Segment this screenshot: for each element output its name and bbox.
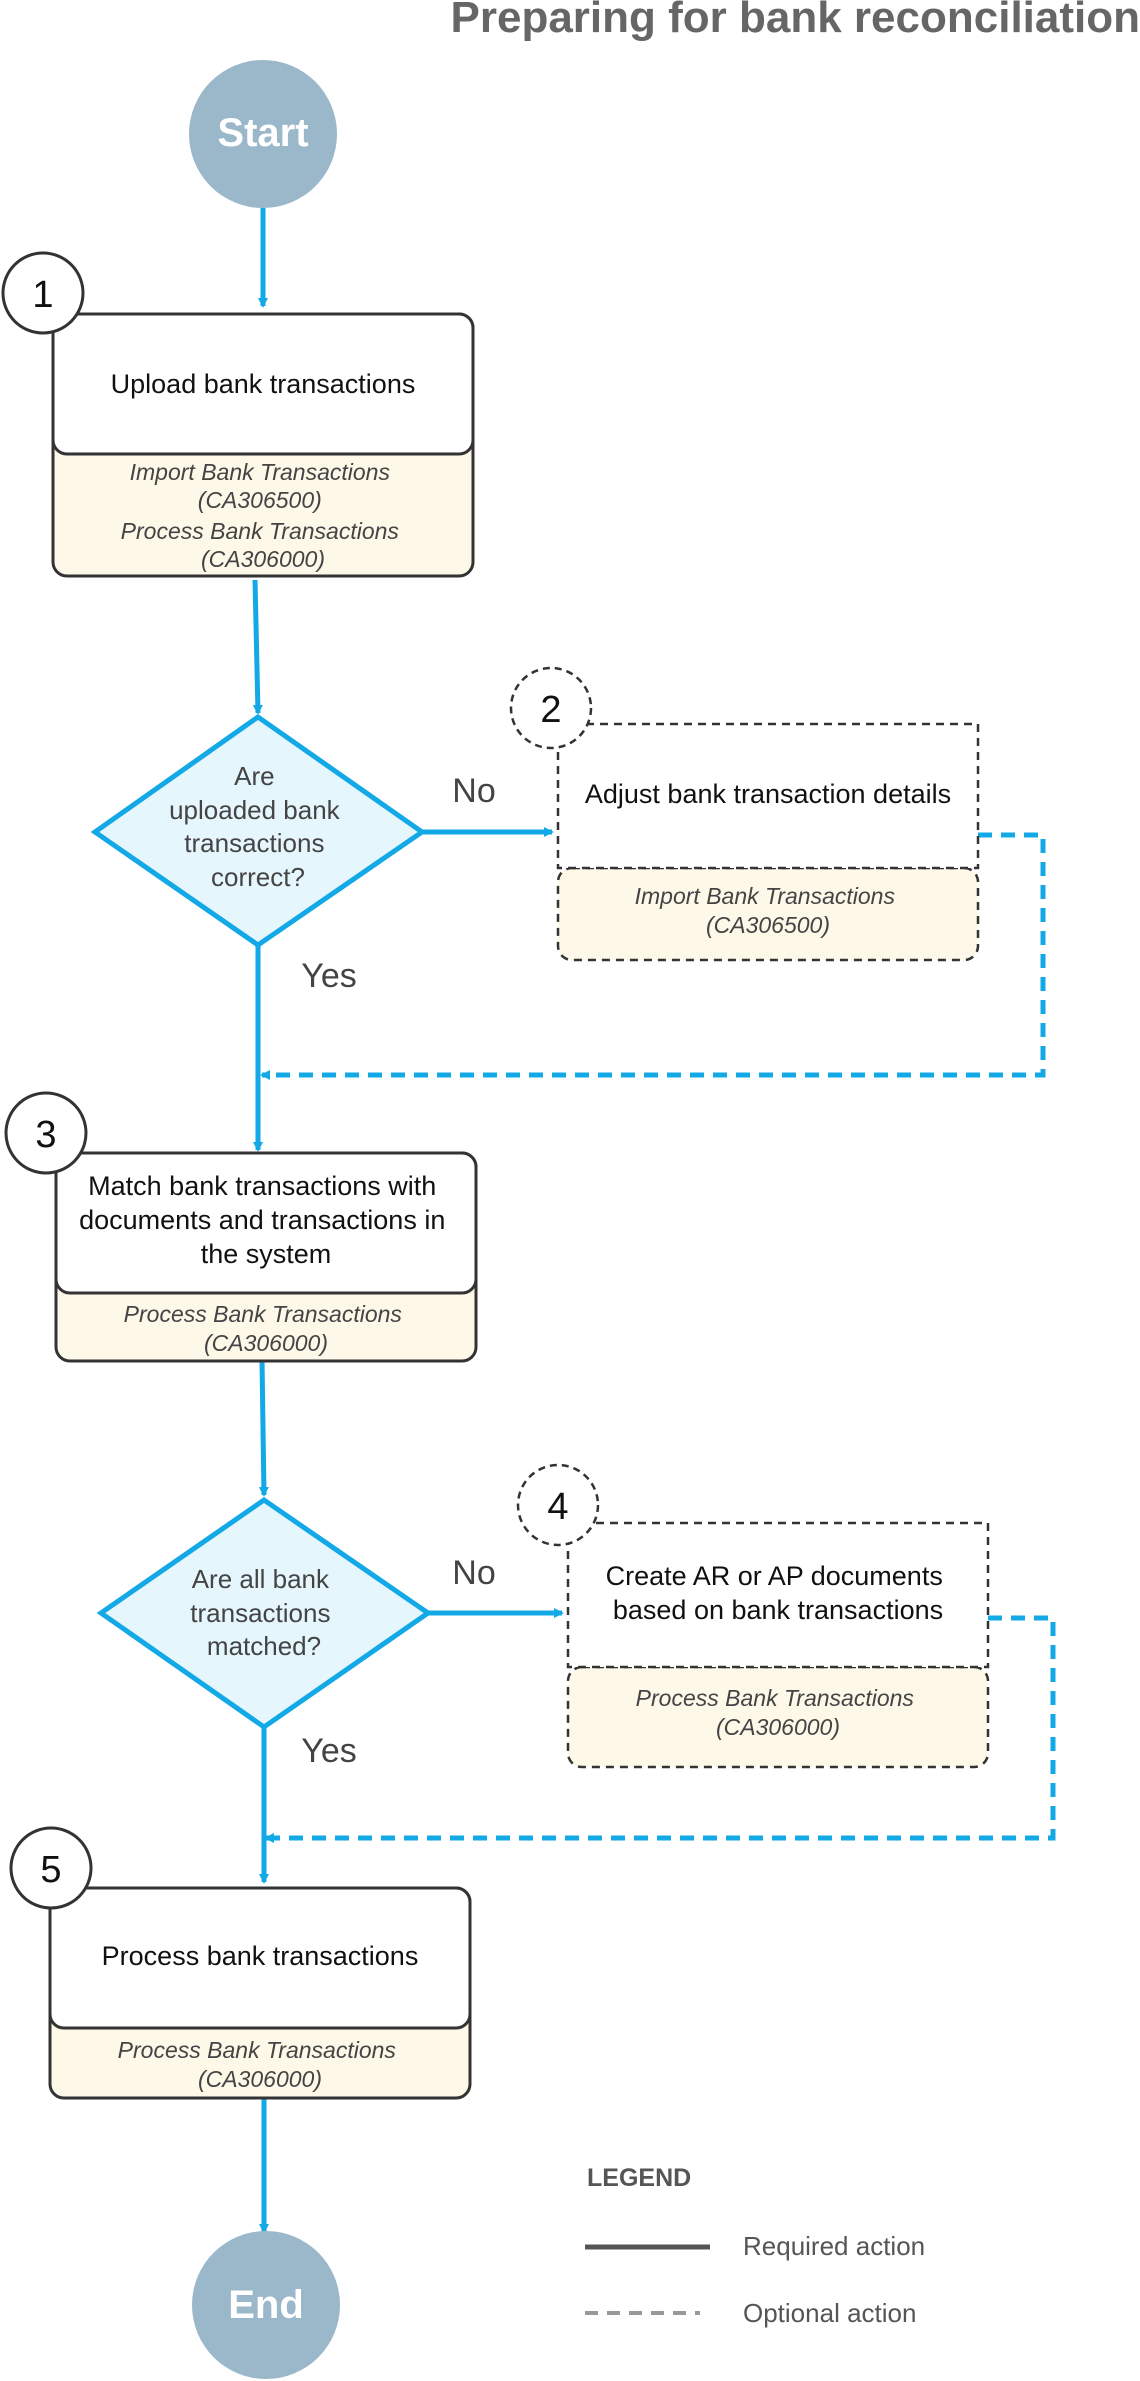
legend-title: LEGEND: [587, 2164, 691, 2192]
step-5-badge: [9, 1826, 93, 1910]
step-5-number: 5: [40, 1849, 61, 1891]
step-1-text: Upload bank transactions: [111, 369, 416, 399]
step-5-box: [48, 1886, 472, 2030]
connectors: [252, 208, 1056, 2234]
decision-2-yes-label: Yes: [301, 1732, 356, 1770]
diagram-title: Preparing for bank reconciliation: [451, 0, 1140, 42]
legend-required-label: Required action: [743, 2231, 925, 2261]
step-4-text: Create AR or AP documents based on bank …: [606, 1561, 951, 1625]
step-2-box: [556, 722, 980, 870]
legend-optional-label: Optional action: [743, 2298, 916, 2328]
step-4-box: [566, 1521, 990, 1669]
step-5-refs: Process Bank Transactions (CA306000): [118, 2037, 403, 2092]
step-5-text: Process bank transactions: [102, 1941, 419, 1971]
arrow-step1-to-decision1: [252, 579, 263, 715]
step-5: Process bank transactions Process Bank T…: [9, 1826, 472, 2100]
start-terminal: Start: [189, 60, 337, 208]
step-1-refs: Import Bank Transactions (CA306500) Proc…: [121, 459, 406, 572]
decision-1-no-label: No: [452, 772, 495, 810]
decision-1-diamond: [90, 713, 427, 949]
decision-1-text: Are uploaded bank transactions correct?: [169, 761, 347, 892]
step-2-number: 2: [540, 689, 561, 731]
step-1-badge: [1, 251, 85, 335]
step-3-box: [54, 1151, 478, 1295]
arrow-step4-return: [264, 1615, 1056, 1843]
start-label: Start: [217, 111, 308, 155]
decision-2-no-label: No: [452, 1554, 495, 1592]
decision-1-yes-label: Yes: [301, 957, 356, 995]
step-3-refs: Process Bank Transactions (CA306000): [124, 1301, 409, 1356]
decision-1: Are uploaded bank transactions correct? …: [90, 713, 496, 995]
step-1-box: [51, 312, 475, 456]
step-4-badge: [516, 1463, 600, 1547]
step-2: Adjust bank transaction details Import B…: [509, 666, 980, 962]
step-2-badge: [509, 666, 593, 750]
step-1: Upload bank transactions Import Bank Tra…: [1, 251, 475, 578]
arrow-step3-to-decision2: [258, 1359, 269, 1497]
step-3-badge: [4, 1091, 88, 1175]
end-label: End: [228, 2283, 304, 2327]
step-4-number: 4: [547, 1486, 568, 1528]
end-terminal: End: [192, 2231, 340, 2379]
decision-2-diamond: [96, 1496, 433, 1731]
step-1-number: 1: [32, 274, 53, 316]
step-2-text: Adjust bank transaction details: [585, 779, 951, 809]
step-2-refs: Import Bank Transactions (CA306500): [635, 883, 902, 938]
step-3: Match bank transactions with documents a…: [4, 1091, 478, 1363]
decision-2: Are all bank transactions matched? No Ye…: [96, 1496, 496, 1770]
step-3-text: Match bank transactions with documents a…: [79, 1171, 453, 1269]
legend: LEGEND Required action Optional action: [585, 2164, 925, 2328]
arrow-step2-return: [260, 832, 1046, 1080]
decision-2-text: Are all bank transactions matched?: [190, 1564, 337, 1661]
start-circle: [189, 60, 337, 208]
step-4-refs: Process Bank Transactions (CA306000): [636, 1685, 921, 1740]
step-3-number: 3: [35, 1114, 56, 1156]
end-circle: [192, 2231, 340, 2379]
step-4: Create AR or AP documents based on bank …: [516, 1463, 990, 1769]
